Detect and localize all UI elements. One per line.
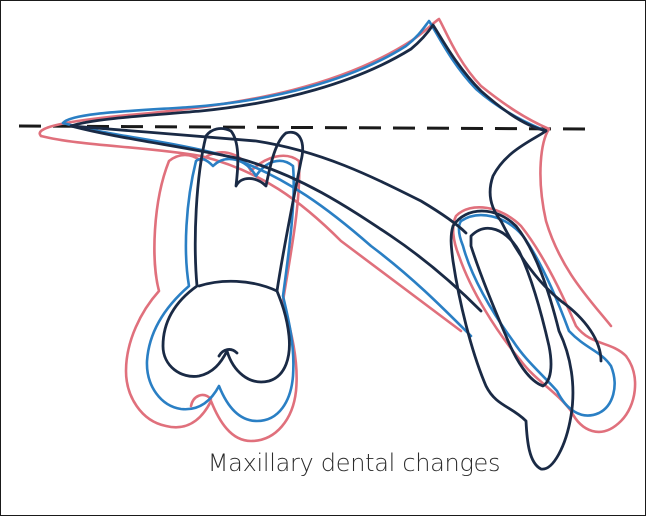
navy-tracing bbox=[71, 25, 601, 469]
red-palate-outline bbox=[40, 19, 611, 326]
navy-palate-lower-outline bbox=[71, 126, 481, 311]
red-incisor-outline bbox=[453, 207, 635, 432]
navy-molar-crown-groove bbox=[199, 281, 277, 291]
navy-palate-outline bbox=[71, 25, 546, 221]
blue-tracing bbox=[63, 21, 615, 421]
navy-incisor-labial-line bbox=[501, 221, 601, 361]
blue-incisor-outline bbox=[459, 215, 615, 415]
blue-palate-lower-outline bbox=[63, 123, 471, 336]
figure-caption: Maxillary dental changes bbox=[1, 449, 646, 477]
